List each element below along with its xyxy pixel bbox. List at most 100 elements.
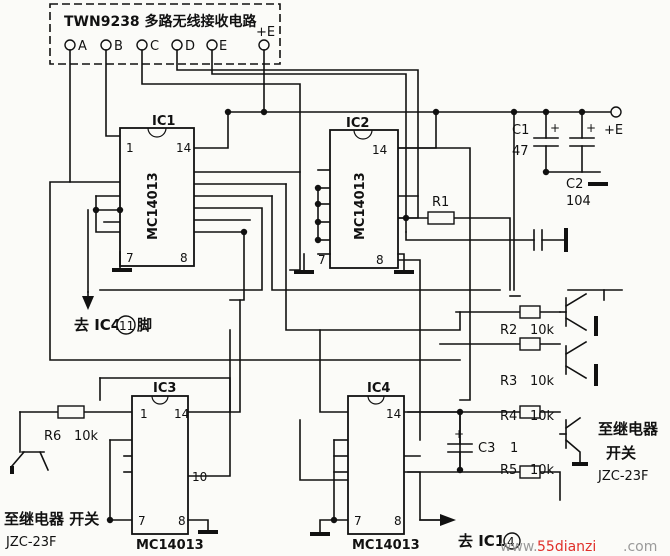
module-title: TWN9238 多路无线接收电路 (64, 13, 258, 30)
label-to-ic4-pin: 11 (119, 319, 134, 333)
ic4-pin14: 14 (386, 407, 401, 421)
module-pin-label-a: A (78, 39, 87, 54)
label-to-ic1-pin: 4 (507, 535, 515, 549)
arrow-to-ic1: 去 IC1 4 (419, 514, 521, 550)
ic3: IC3 MC14013 1 14 10 7 8 (131, 381, 218, 553)
ic2-pin7: 7 (318, 253, 326, 267)
relay-left-line2: JZC-23F (5, 535, 57, 550)
ic4: IC4 MC14013 14 7 8 (310, 381, 420, 553)
ic2-pin14: 14 (372, 143, 387, 157)
module-supply-label: +E (256, 25, 275, 40)
ic2-body (329, 129, 399, 269)
ic1-pin-circle (503, 532, 521, 550)
r4-resistor: R4 10k (500, 405, 555, 424)
transistor-q1 (559, 292, 598, 336)
c1-capacitor: + C1 47 (512, 111, 560, 173)
ic1-pin7: 7 (126, 251, 134, 265)
r2-resistor: R2 10k (500, 305, 555, 338)
r3-resistor: R3 10k (500, 337, 555, 389)
c3-plus: + (454, 427, 464, 441)
ic4-notch (367, 395, 385, 405)
module-outline (49, 3, 281, 65)
module-pin-label-d: D (185, 39, 195, 54)
transistor-q4 (10, 450, 50, 474)
r3-value: 10k (530, 374, 555, 389)
c1-ref: C1 (512, 123, 529, 138)
relay-right-line2: 开关 (606, 444, 636, 462)
r1-body (427, 211, 455, 225)
ic4-body (347, 395, 405, 535)
transistor-q2 (564, 340, 598, 386)
r2-body (519, 305, 541, 319)
r3-ref: R3 (500, 374, 517, 389)
ic3-notch (151, 395, 169, 405)
r1-ref: R1 (432, 195, 449, 210)
ic1-ref: IC1 (152, 114, 175, 129)
ic2-pin8: 8 (376, 253, 384, 267)
ic3-pin10: 10 (192, 470, 207, 484)
ic1-body (119, 127, 195, 267)
wiring (19, 49, 623, 521)
r5-resistor: R5 10k (500, 463, 555, 479)
r6-body (57, 405, 85, 419)
c2-plus: + (586, 121, 596, 135)
r2-value: 10k (530, 323, 555, 338)
module-pin-c (136, 39, 148, 51)
module-pin-d (171, 39, 183, 51)
arrow-to-ic4: 去 IC4 11 脚 (74, 291, 152, 335)
ic4-pin8: 8 (394, 514, 402, 528)
label-to-ic4-suffix: 脚 (137, 316, 152, 334)
r1-resistor: R1 (427, 195, 455, 225)
watermark-site: 55dianzi (537, 539, 596, 555)
relay-label-right: 至继电器 开关 JZC-23F (597, 420, 659, 484)
r4-value: 10k (530, 409, 555, 424)
ic4-pin7: 7 (354, 514, 362, 528)
watermark-suffix: .com (623, 539, 657, 555)
r3-body (519, 337, 541, 351)
relay-left-line1: 至继电器 开关 (4, 510, 99, 528)
c1-value: 47 (512, 144, 529, 159)
module-pin-label-e: E (219, 39, 227, 54)
label-to-ic1: 去 IC1 (458, 532, 505, 550)
c3-ref: C3 (478, 441, 495, 456)
module-pin-supply (258, 39, 270, 51)
module-pin-a (64, 39, 76, 51)
junction-dots (92, 108, 586, 524)
ic3-body (131, 395, 189, 535)
relay-label-left: 至继电器 开关 JZC-23F (4, 510, 99, 550)
relay-right-line1: 至继电器 (598, 420, 659, 438)
r4-ref: R4 (500, 409, 517, 424)
c2-ref: C2 (566, 177, 583, 192)
label-to-ic4: 去 IC4 (74, 316, 121, 334)
ic4-pin-circle (116, 315, 136, 335)
watermark: www. 55dianzi .com (500, 539, 657, 555)
ic3-pin1: 1 (140, 407, 148, 421)
transistor-q3 (559, 416, 588, 466)
r5-ref: R5 (500, 463, 517, 478)
supply-label: +E (604, 123, 623, 138)
c2-capacitor: + +E C2 104 (545, 111, 623, 209)
supply-terminal (610, 106, 622, 118)
ic3-part: MC14013 (136, 538, 204, 553)
receiver-module: TWN9238 多路无线接收电路 A B C D E +E (49, 3, 281, 65)
r6-resistor: R6 10k (44, 405, 99, 444)
module-pin-label-b: B (114, 39, 123, 54)
r6-value: 10k (74, 429, 99, 444)
ic3-pin7: 7 (138, 514, 146, 528)
ic3-ref: IC3 (153, 381, 176, 396)
r4-body (519, 405, 541, 419)
r6-ref: R6 (44, 429, 61, 444)
c2-value: 104 (566, 194, 591, 209)
coupling-capacitor (533, 228, 568, 252)
r5-value: 10k (530, 463, 555, 478)
watermark-prefix: www. (500, 539, 538, 555)
c3-capacitor: + C3 1 (447, 411, 518, 471)
module-pin-label-c: C (150, 39, 159, 54)
ic2-notch (353, 129, 373, 140)
ic4-ref: IC4 (367, 381, 390, 396)
c3-value: 1 (510, 441, 518, 456)
ic1-pin1: 1 (126, 141, 134, 155)
ic2-ref: IC2 (346, 116, 369, 131)
